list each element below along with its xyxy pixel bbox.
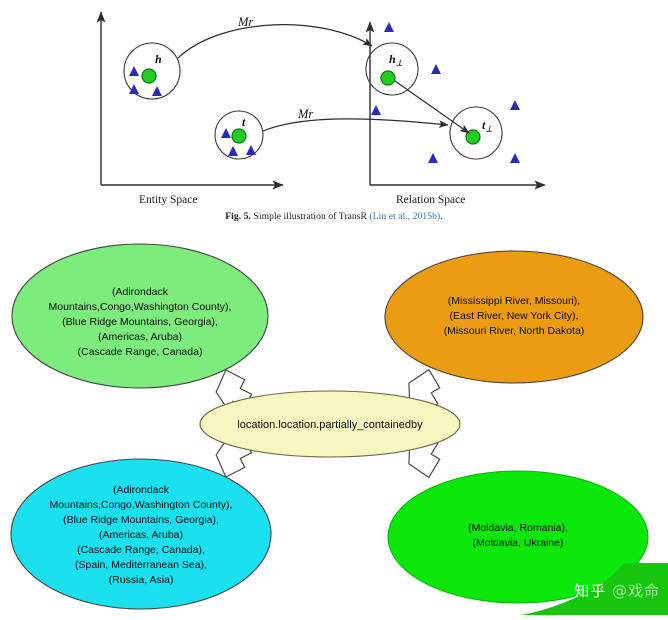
mr-label-top: Mr: [237, 15, 253, 29]
figure-caption: Fig. 5. Simple illustration of TransR (L…: [0, 212, 668, 222]
entity-space-label: Entity Space: [139, 194, 197, 206]
entity-space-axes: [96, 11, 284, 190]
node-line: (Adirondack: [113, 484, 170, 496]
node-line: (Cascade Range, Canada),: [77, 544, 205, 556]
mr-arrow-head: [177, 24, 373, 59]
entity-head-cluster: h: [123, 42, 181, 100]
head-entity-dot: [141, 68, 157, 84]
head-proj-dot: [380, 70, 396, 86]
relation-label: location.location.partially_containedby: [237, 419, 423, 431]
node-line: (Cascade Range, Canada): [78, 346, 203, 358]
tail-circle: [214, 110, 264, 160]
entity-pair-node-top-left[interactable]: (Adirondack Mountains,Congo,Washington C…: [11, 243, 269, 389]
triangle-icon: [221, 128, 231, 138]
triangle-icon: [246, 145, 256, 155]
tail-entity-dot: [231, 128, 247, 144]
node-line: (Americas, Aruba): [99, 529, 183, 541]
head-label: h: [155, 52, 162, 66]
node-line: (Adirondack: [112, 286, 169, 298]
node-line: (Blue Ridge Mountains, Georgia),: [63, 514, 219, 526]
mr-label-bottom: Mr: [297, 107, 313, 121]
node-ellipse[interactable]: [384, 250, 644, 384]
node-line: (East River, New York City),: [450, 310, 579, 322]
caption-period: .: [440, 212, 443, 222]
transr-figure: h t: [0, 0, 668, 232]
transr-figure-svg: h t: [96, 11, 546, 206]
head-proj-circle: [365, 42, 419, 96]
relation-tail-cluster: t⊥: [449, 106, 503, 160]
relation-cluster-graph-svg: (Adirondack Mountains,Congo,Washington C…: [10, 243, 649, 610]
node-line: Mountains,Congo,Washington County),: [49, 301, 232, 313]
node-line: (Moldavia, Ukraine): [472, 537, 563, 549]
node-line: (Spain, Mediterranean Sea),: [75, 559, 207, 571]
triangle-icon: [510, 153, 520, 163]
tail-proj-label: t⊥: [482, 118, 492, 134]
node-line: (Russia, Asia): [109, 574, 174, 586]
relation-node[interactable]: location.location.partially_containedby: [199, 390, 461, 458]
triangle-icon: [384, 22, 394, 32]
relation-ellipse[interactable]: [199, 390, 461, 458]
triangle-icon: [428, 153, 438, 163]
entity-tail-cluster: t: [214, 110, 264, 160]
node-line: (Americas, Aruba): [98, 331, 182, 343]
mr-arrow-tail: [262, 118, 449, 132]
caption-number: Fig. 5.: [225, 212, 252, 222]
relation-space-label: Relation Space: [396, 194, 465, 206]
caption-citation-link[interactable]: (Lin et al., 2015b): [369, 212, 441, 222]
entity-pair-node-bottom-right[interactable]: (Moldavia, Romania), (Moldavia, Ukraine): [387, 470, 649, 604]
relation-block-arrows: [215, 368, 441, 479]
tail-label: t: [242, 115, 246, 129]
node-line: Mountains,Congo,Washington County),: [50, 499, 233, 511]
relation-space-axes: [365, 21, 546, 190]
entity-pair-node-top-right[interactable]: (Mississippi River, Missouri), (East Riv…: [384, 250, 644, 384]
caption-text: Simple illustration of TransR: [253, 212, 370, 222]
entity-pair-node-bottom-left[interactable]: (Adirondack Mountains,Congo,Washington C…: [10, 458, 272, 610]
relation-space-triangles: [371, 22, 520, 163]
triangle-icon: [129, 84, 139, 94]
triangle-icon: [129, 66, 139, 76]
node-line: (Moldavia, Romania),: [468, 522, 568, 534]
tail-proj-dot: [465, 129, 481, 145]
node-ellipse[interactable]: [11, 243, 269, 389]
triangle-icon: [510, 100, 520, 110]
triangle-icon: [371, 105, 381, 115]
relation-head-cluster: h⊥: [365, 42, 419, 96]
head-proj-label: h⊥: [389, 52, 403, 68]
head-circle: [123, 42, 181, 100]
triangle-icon: [431, 64, 441, 74]
relation-cluster-graph: (Adirondack Mountains,Congo,Washington C…: [0, 232, 668, 615]
tail-proj-circle: [449, 106, 503, 160]
node-line: (Blue Ridge Mountains, Georgia),: [62, 316, 218, 328]
node-ellipse[interactable]: [10, 458, 272, 610]
triangle-icon: [228, 146, 238, 156]
relation-vector-arrow: [394, 80, 470, 134]
triangle-icon: [152, 86, 162, 96]
node-line: (Mississippi River, Missouri),: [448, 295, 580, 307]
node-line: (Missouri River, North Dakota): [444, 325, 585, 337]
